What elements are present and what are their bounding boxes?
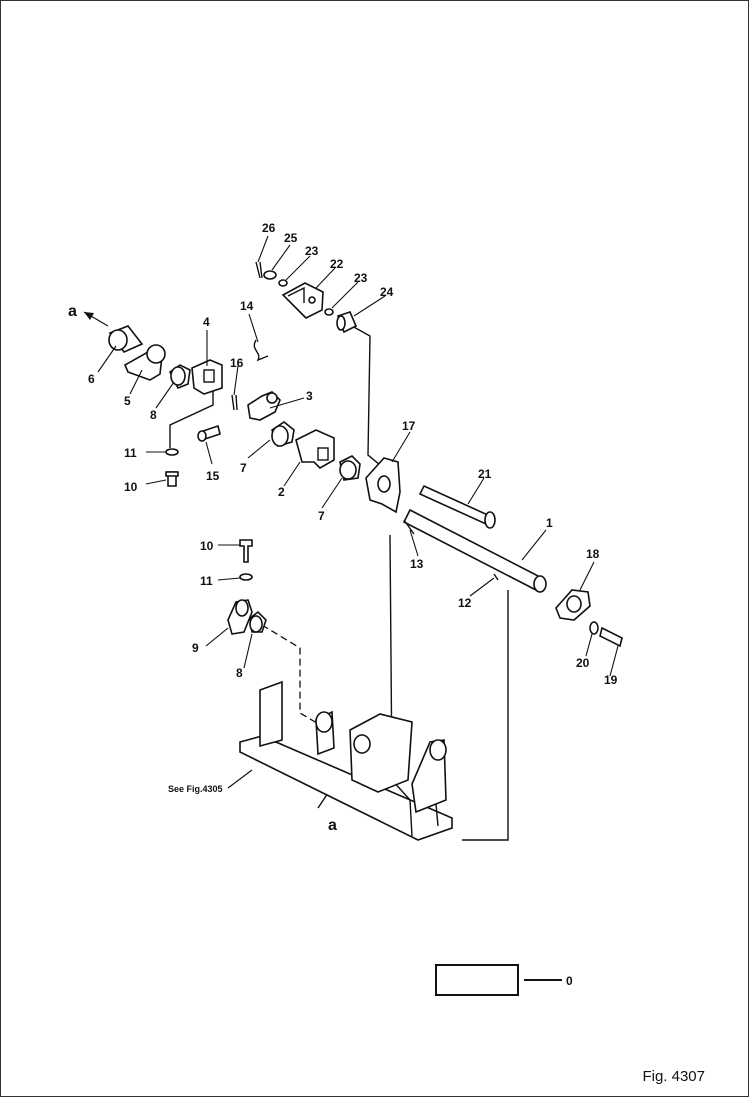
callout-22: 22 — [330, 257, 344, 271]
legend: 0 — [435, 964, 573, 996]
callout-10b: 10 — [200, 539, 214, 553]
connection-label-upper: a — [68, 303, 77, 320]
callout-23: 23 — [305, 244, 319, 258]
callout-2: 2 — [278, 485, 285, 499]
leader-lines — [97, 235, 619, 677]
callout-12: 12 — [458, 596, 472, 610]
callout-11: 11 — [124, 446, 137, 460]
callout-26: 26 — [262, 221, 276, 235]
callout-17: 17 — [402, 419, 416, 433]
callout-7b: 7 — [318, 509, 325, 523]
legend-box — [435, 964, 519, 996]
connection-label-lower: a — [328, 817, 337, 834]
upper-assembly — [108, 261, 361, 487]
base-frame — [239, 680, 453, 841]
callout-4: 4 — [203, 315, 210, 329]
callout-19: 19 — [604, 673, 618, 687]
callout-11b: 11 — [200, 574, 213, 588]
callout-20: 20 — [576, 656, 590, 670]
callout-13: 13 — [410, 557, 424, 571]
callout-3: 3 — [306, 389, 313, 403]
callout-15: 15 — [206, 469, 220, 483]
callout-1: 1 — [546, 516, 553, 530]
see-reference-leader — [227, 769, 253, 789]
callout-6: 6 — [88, 372, 95, 386]
bracket-tube-assembly — [365, 457, 623, 648]
see-figure-reference: See Fig.4305 — [168, 784, 223, 794]
callout-24: 24 — [380, 285, 394, 299]
callout-9: 9 — [192, 641, 199, 655]
callout-5: 5 — [124, 394, 131, 408]
callout-7: 7 — [240, 461, 247, 475]
connection-arrow — [83, 311, 109, 327]
callout-16: 16 — [230, 356, 244, 370]
linkage-lines — [169, 325, 509, 841]
callout-numbers: 26 25 23 22 23 24 14 4 16 3 6 5 8 11 10 … — [88, 221, 618, 687]
legend-value: 0 — [566, 974, 573, 988]
callout-25: 25 — [284, 231, 298, 245]
callout-10: 10 — [124, 480, 138, 494]
callout-8b: 8 — [236, 666, 243, 680]
callout-23b: 23 — [354, 271, 368, 285]
callout-18: 18 — [586, 547, 600, 561]
callout-14: 14 — [240, 299, 254, 313]
callout-21: 21 — [478, 467, 492, 481]
figure-label: Fig. 4307 — [642, 1068, 705, 1085]
lower-left-assembly — [227, 539, 267, 635]
callout-8: 8 — [150, 408, 157, 422]
